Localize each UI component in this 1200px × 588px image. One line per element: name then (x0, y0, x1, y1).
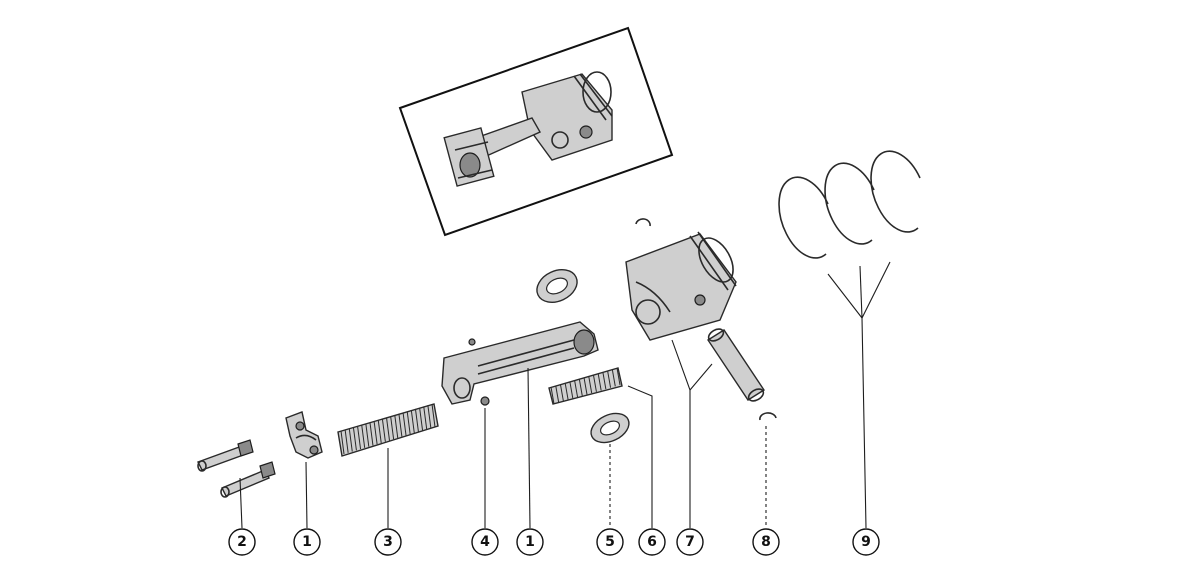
leader-lines (239, 261, 891, 529)
needle-roller (616, 367, 621, 386)
callout-8: 8 (752, 528, 780, 556)
part-connecting-rod (441, 321, 599, 405)
callout-6: 6 (638, 528, 666, 556)
needle-roller (386, 417, 390, 441)
part-piston-rings (778, 150, 921, 259)
svg-text:9: 9 (861, 534, 871, 550)
part-bolts (197, 439, 276, 498)
needle-roller (602, 371, 607, 390)
svg-text:8: 8 (761, 534, 771, 550)
svg-text:7: 7 (685, 534, 695, 550)
needle-roller (344, 429, 349, 453)
needle-roller (559, 384, 564, 402)
part-needle-bearing-large (337, 403, 439, 457)
needle-roller (390, 416, 395, 440)
needle-roller (569, 381, 574, 399)
part-thrust-washer-lower (590, 412, 630, 444)
needle-roller (414, 408, 419, 432)
callout-2: 2 (228, 528, 256, 556)
needle-roller (588, 376, 593, 394)
part-needle-bearing-small (548, 367, 623, 405)
part-rod-cap (285, 411, 323, 459)
svg-text:5: 5 (605, 534, 615, 550)
part-thrust-washer-upper (536, 269, 578, 303)
needle-roller (583, 377, 588, 395)
needle-roller (402, 412, 407, 436)
needle-roller (431, 403, 436, 428)
callout-1-rod-cap: 1 (293, 528, 321, 556)
needle-roller (550, 386, 555, 405)
needle-roller (406, 411, 411, 435)
needle-roller (381, 418, 386, 442)
callout-5: 5 (596, 528, 624, 556)
needle-roller (607, 370, 612, 388)
svg-text:4: 4 (480, 534, 490, 550)
svg-text:6: 6 (647, 534, 657, 550)
callout-4: 4 (471, 528, 499, 556)
needle-roller (427, 405, 432, 429)
part-circlip-lower (759, 412, 777, 421)
needle-roller (394, 414, 399, 439)
part-piston-pin (707, 328, 765, 402)
needle-roller (423, 406, 428, 430)
needle-roller (340, 430, 345, 455)
part-lock-pin (480, 396, 490, 406)
callout-9: 9 (852, 528, 880, 556)
inset-rod (443, 117, 541, 187)
needle-roller (419, 407, 424, 431)
needle-roller (597, 373, 602, 391)
part-circlip-upper (635, 218, 651, 227)
needle-roller (369, 422, 374, 446)
needle-roller (574, 380, 579, 398)
needle-roller (398, 413, 403, 437)
svg-text:1: 1 (525, 534, 535, 550)
needle-roller (348, 428, 353, 452)
needle-roller (564, 382, 569, 401)
needle-roller (365, 423, 370, 447)
part-piston (625, 231, 737, 341)
svg-text:3: 3 (383, 534, 393, 550)
needle-roller (357, 426, 362, 450)
svg-text:2: 2 (237, 534, 247, 550)
callout-7: 7 (676, 528, 704, 556)
needle-roller (555, 385, 560, 403)
needle-roller (377, 419, 382, 444)
callout-1-rod: 1 (516, 528, 544, 556)
assembly-inset (398, 26, 674, 237)
needle-roller (578, 378, 583, 396)
callout-labels: 2 1 3 4 1 5 6 7 (228, 528, 880, 556)
needle-roller (611, 369, 616, 387)
needle-roller (410, 410, 415, 434)
needle-roller (352, 427, 357, 451)
needle-roller (361, 424, 366, 448)
needle-roller (592, 374, 597, 392)
callout-3: 3 (374, 528, 402, 556)
needle-roller (373, 421, 378, 445)
svg-text:1: 1 (302, 534, 312, 550)
